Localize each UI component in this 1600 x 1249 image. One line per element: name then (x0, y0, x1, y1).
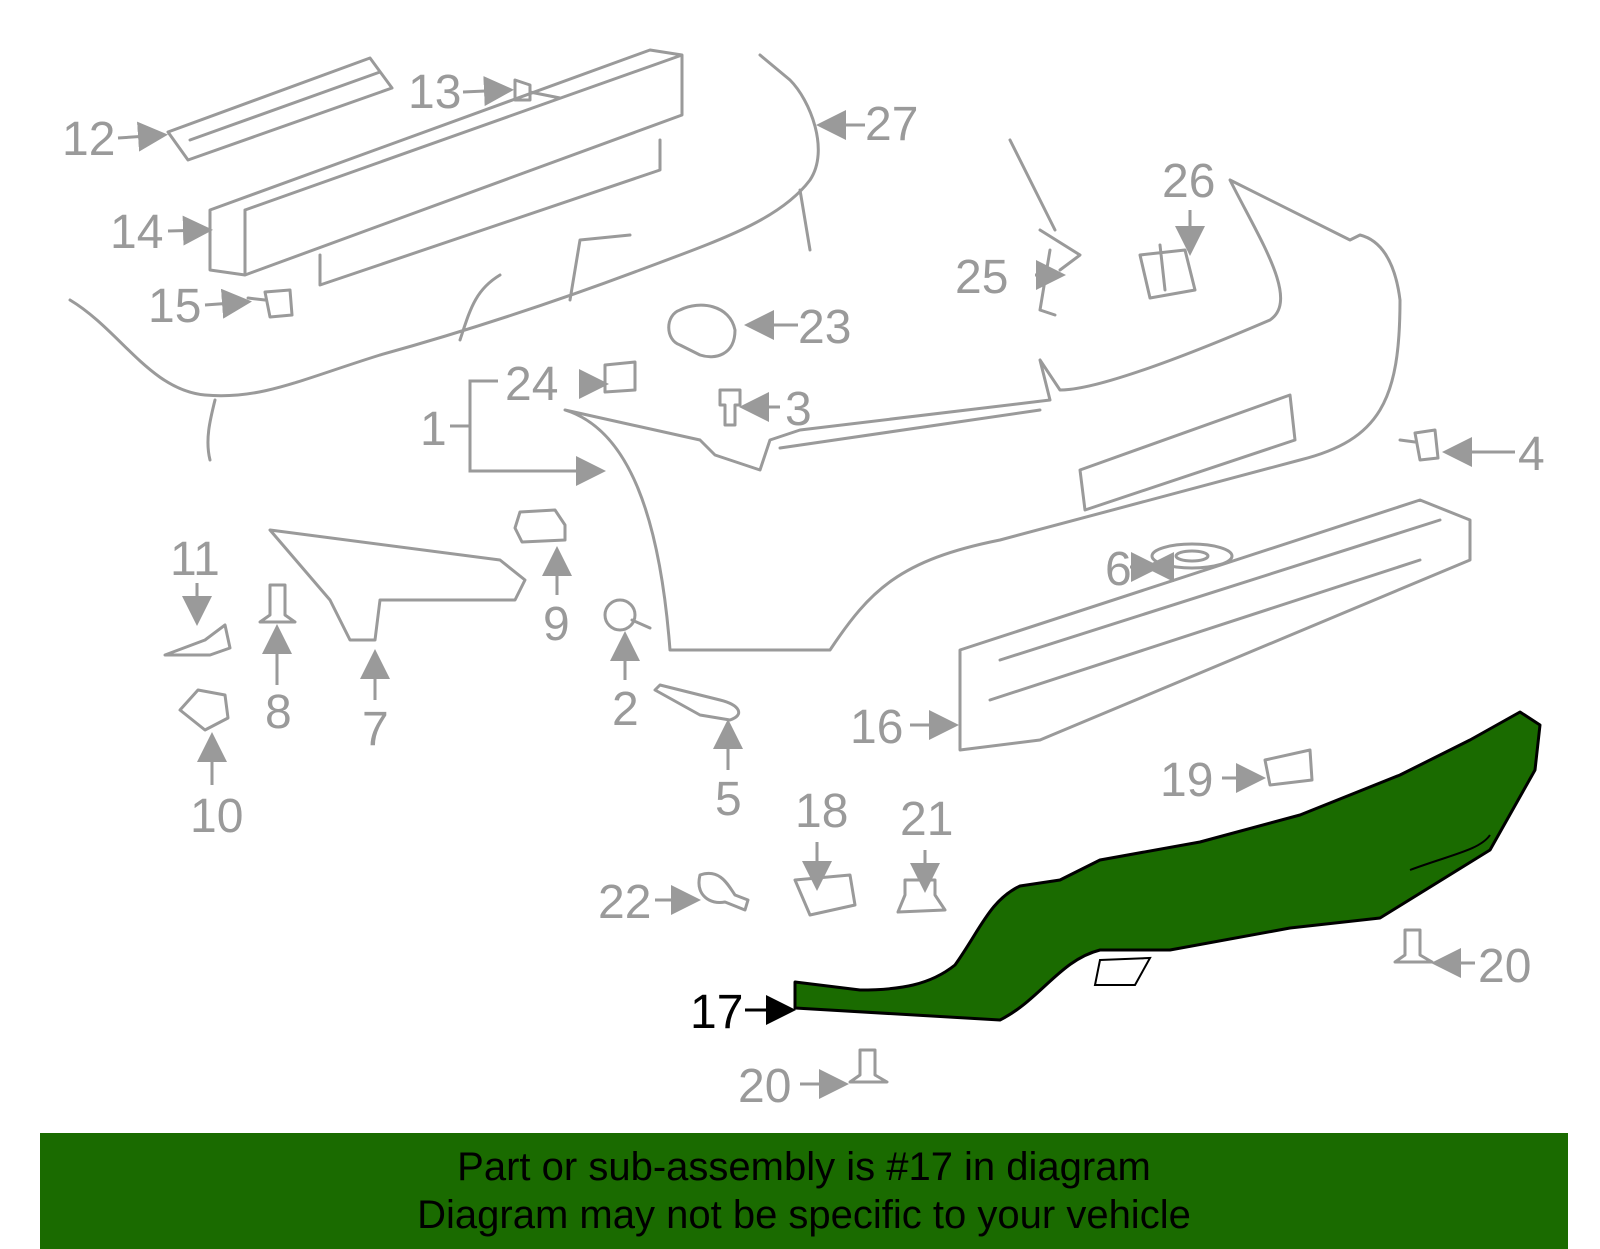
callout-11: 11 (170, 533, 220, 586)
part-20-stud-right (1393, 928, 1434, 964)
part-1-bumper-cover (563, 178, 1402, 652)
part-11-push-pin (163, 623, 232, 657)
part-9-nut (513, 508, 567, 544)
info-banner: Part or sub-assembly is #17 in diagram D… (40, 1133, 1568, 1249)
callout-3: 3 (785, 383, 812, 436)
part-27-wiring-harness (68, 53, 820, 462)
leader-lines (117, 76, 1515, 1099)
part-7-bracket (268, 528, 527, 642)
part-22-push-pin (697, 871, 750, 912)
part-25-sensor-lead (1008, 138, 1082, 317)
part-26-bracket (1138, 243, 1197, 300)
callout-9: 9 (543, 598, 570, 651)
part-13-push-pin (513, 78, 562, 102)
callout-7: 7 (362, 703, 389, 756)
part-17-valance (793, 710, 1542, 1022)
callout-17: 17 (690, 986, 743, 1039)
callout-13: 13 (408, 66, 461, 119)
banner-line-part: Part or sub-assembly is #17 in diagram (457, 1145, 1151, 1189)
callout-labels: 12 13 14 15 27 26 25 23 24 3 1 4 6 11 9 … (62, 66, 1545, 1113)
callout-6: 6 (1105, 543, 1132, 596)
callout-8: 8 (265, 686, 292, 739)
part-3-pin (718, 388, 742, 427)
callout-27: 27 (865, 98, 918, 151)
part-23-sensor (667, 303, 737, 359)
callout-20-right: 20 (1478, 940, 1531, 993)
callout-1: 1 (420, 403, 447, 456)
callout-23: 23 (798, 301, 851, 354)
callout-22: 22 (598, 876, 651, 929)
part-14-impact-bar (208, 48, 684, 287)
callout-16: 16 (850, 701, 903, 754)
callout-5: 5 (715, 773, 742, 826)
part-10-nut (178, 688, 230, 732)
part-16-absorber (958, 498, 1472, 752)
callout-14: 14 (110, 206, 163, 259)
callout-12: 12 (62, 113, 115, 166)
callout-25: 25 (955, 251, 1008, 304)
banner-line-disclaimer: Diagram may not be specific to your vehi… (417, 1193, 1191, 1237)
part-20-stud-bottom (848, 1048, 889, 1084)
callout-4: 4 (1518, 428, 1545, 481)
parts-diagram: 12 13 14 15 27 26 25 23 24 3 1 4 6 11 9 … (62, 48, 1545, 1113)
part-21-nut (896, 878, 947, 914)
callout-24: 24 (505, 358, 558, 411)
part-8-stud (258, 583, 297, 624)
callout-21: 21 (900, 793, 953, 846)
callout-26: 26 (1162, 155, 1215, 208)
part-15-bolt (246, 288, 294, 319)
callout-18: 18 (795, 785, 848, 838)
part-18-bracket (793, 873, 857, 917)
callout-20-bottom: 20 (738, 1060, 791, 1113)
part-5-strap (653, 683, 741, 722)
callout-10: 10 (190, 790, 243, 843)
part-19-bracket (1263, 748, 1314, 787)
part-12-bracket (166, 56, 394, 162)
part-4-bolt (1398, 428, 1440, 462)
part-24-clip (603, 360, 637, 394)
callout-2: 2 (612, 683, 639, 736)
part-2-plug (603, 598, 652, 632)
callout-15: 15 (148, 280, 201, 333)
callout-19: 19 (1160, 754, 1213, 807)
